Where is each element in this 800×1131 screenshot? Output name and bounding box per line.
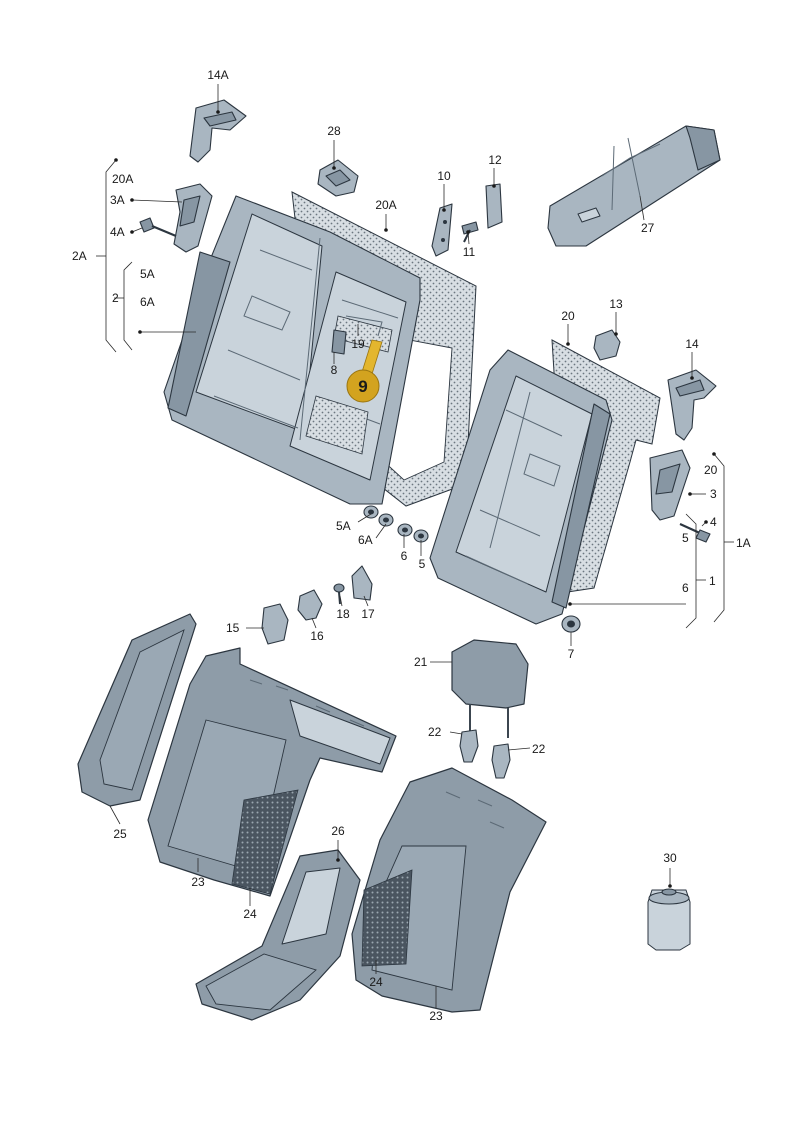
callout-23-right: 23	[429, 1009, 443, 1023]
part-1A-backrest-frame-right[interactable]	[429, 349, 613, 625]
callout-4: 4	[710, 515, 717, 529]
callout-15: 15	[226, 621, 240, 635]
part-5A-bushing[interactable]	[363, 505, 379, 519]
callout-13: 13	[609, 297, 623, 311]
part-28-cap[interactable]	[317, 159, 359, 197]
callout-20-right: 20	[704, 463, 718, 477]
part-8-latch[interactable]	[331, 329, 347, 355]
part-13-cap[interactable]	[593, 329, 621, 361]
part-30-bottle[interactable]	[647, 888, 691, 951]
part-16-clip[interactable]	[297, 589, 323, 621]
part-15-cap[interactable]	[261, 603, 289, 645]
callout-19: 19	[351, 337, 365, 351]
callout-24-left: 24	[243, 907, 257, 921]
leader-lines	[109, 84, 716, 1008]
part-3-bracket[interactable]	[649, 449, 691, 521]
callout-14: 14	[685, 337, 699, 351]
callout-8: 8	[331, 363, 338, 377]
part-14A-clip[interactable]	[189, 99, 247, 163]
callout-1A: 1A	[736, 536, 751, 550]
group-bracket-2A	[96, 159, 133, 353]
callout-6A: 6A	[358, 533, 373, 547]
callout-6A-left: 6A	[140, 295, 155, 309]
callout-24-right: 24	[369, 975, 383, 989]
callout-5A-left: 5A	[140, 267, 155, 281]
callout-10: 10	[437, 169, 451, 183]
callout-5-right: 5	[682, 531, 689, 545]
callout-18: 18	[336, 607, 350, 621]
callout-21: 21	[414, 655, 428, 669]
callout-6: 6	[401, 549, 408, 563]
part-18-screw[interactable]	[333, 583, 345, 605]
part-6-bushing[interactable]	[397, 523, 413, 537]
part-19-cable[interactable]	[345, 315, 383, 337]
callout-3: 3	[710, 487, 717, 501]
group-bracket-1A	[685, 453, 734, 629]
callout-16: 16	[310, 629, 324, 643]
part-2A-backrest-frame-left[interactable]	[163, 195, 421, 505]
part-22-guide-left[interactable]	[459, 729, 479, 763]
part-17-clip[interactable]	[351, 565, 373, 601]
part-4A-screw[interactable]	[139, 217, 177, 238]
part-7-bushing[interactable]	[561, 615, 581, 633]
part-12-cover[interactable]	[485, 183, 503, 229]
callout-4A: 4A	[110, 225, 125, 239]
part-10-bracket[interactable]	[431, 203, 453, 257]
part-6A-bushing[interactable]	[378, 513, 394, 527]
part-11-screw[interactable]	[461, 221, 479, 243]
part-27-ski-bag[interactable]	[547, 125, 721, 247]
hotspot-9-label: 9	[358, 377, 367, 396]
part-25-side-bolster[interactable]	[77, 613, 197, 807]
callout-30: 30	[663, 851, 677, 865]
callout-5A: 5A	[336, 519, 351, 533]
callout-20: 20	[561, 309, 575, 323]
part-22-guide-right[interactable]	[491, 743, 511, 779]
part-14-clip[interactable]	[667, 369, 717, 441]
callout-2: 2	[112, 291, 119, 305]
callout-17: 17	[361, 607, 375, 621]
callout-28: 28	[327, 124, 341, 138]
callout-20A-left: 20A	[112, 172, 133, 186]
hotspot-9-badge[interactable]	[346, 369, 380, 403]
callout-1: 1	[709, 574, 716, 588]
callout-26: 26	[331, 824, 345, 838]
callout-14A: 14A	[207, 68, 228, 82]
callout-12: 12	[488, 153, 502, 167]
part-21-headrest[interactable]	[451, 639, 529, 740]
part-26-armrest[interactable]	[195, 849, 361, 1021]
callout-25: 25	[113, 827, 127, 841]
part-23-cover-left[interactable]	[147, 647, 397, 897]
callout-6-right: 6	[682, 581, 689, 595]
part-4-screw[interactable]	[679, 522, 711, 543]
callout-7: 7	[568, 647, 575, 661]
callout-2A: 2A	[72, 249, 87, 263]
part-23-cover-right[interactable]	[351, 767, 547, 1013]
callout-22-left: 22	[428, 725, 442, 739]
part-3A-bracket[interactable]	[173, 183, 213, 253]
callout-3A: 3A	[110, 193, 125, 207]
callout-27: 27	[641, 221, 655, 235]
callout-22-right: 22	[532, 742, 546, 756]
callout-11: 11	[463, 245, 476, 259]
callout-20A-top: 20A	[375, 198, 396, 212]
callout-23-left: 23	[191, 875, 205, 889]
callout-5: 5	[419, 557, 426, 571]
